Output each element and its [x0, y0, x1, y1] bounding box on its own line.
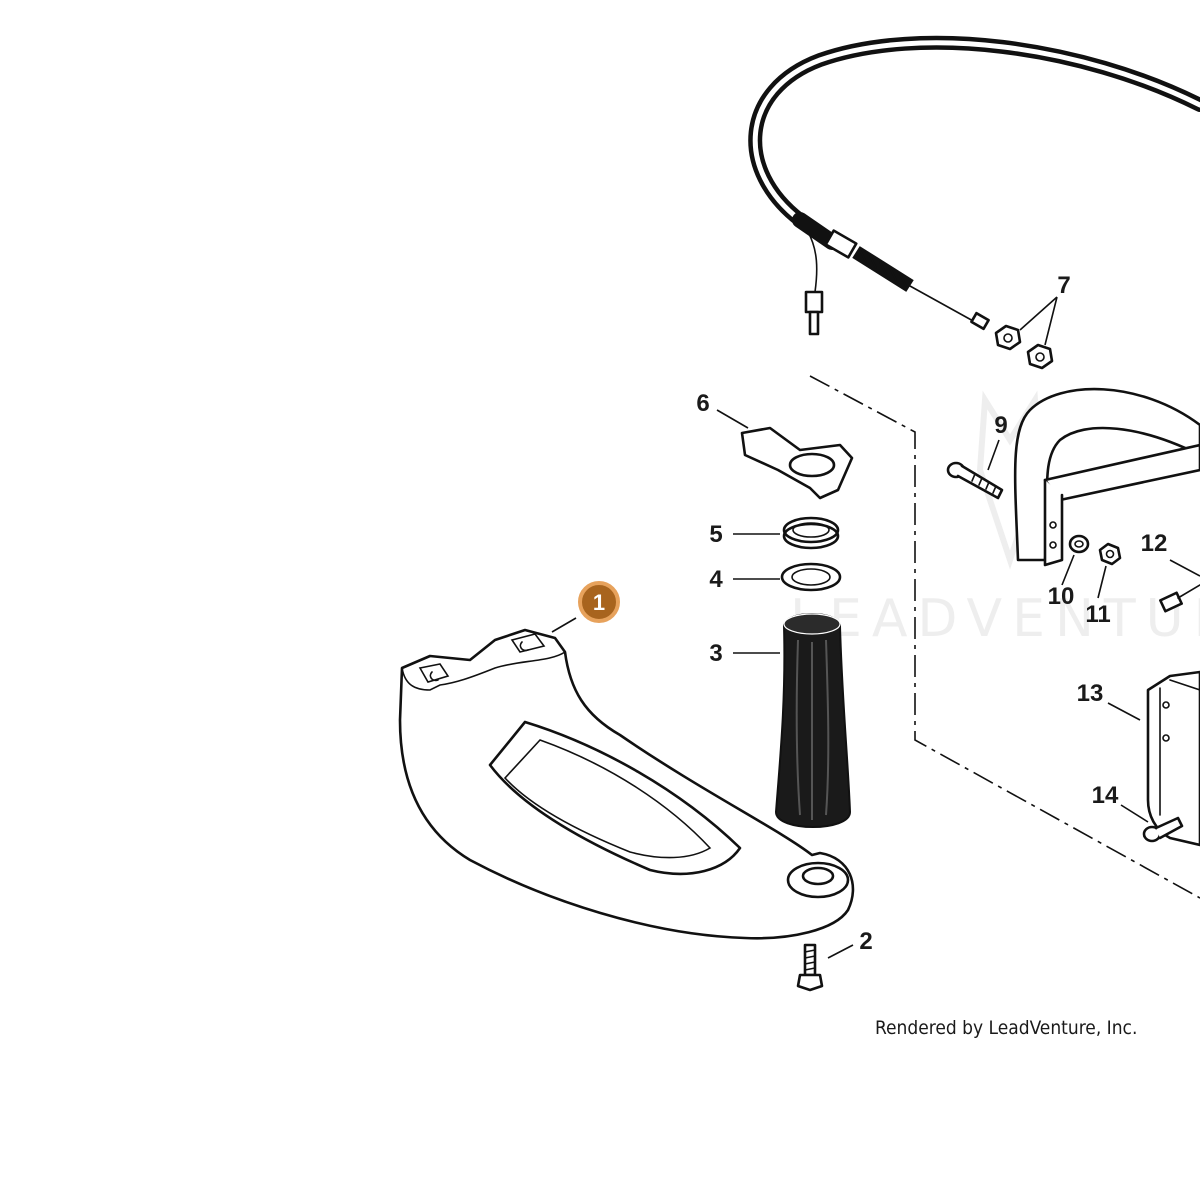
part-14-screw	[1142, 816, 1184, 843]
part-11-nut	[1098, 542, 1122, 566]
part-5-ring	[782, 516, 840, 550]
part-6-bracket	[740, 426, 854, 500]
label-part-10[interactable]: 10	[1048, 583, 1075, 610]
watermark: LEADVENTURE	[790, 390, 1200, 649]
part-1-handle	[398, 628, 855, 940]
part-1-callout-badge[interactable]: 1	[578, 581, 620, 623]
callout-badge-circle[interactable]	[578, 581, 620, 623]
label-part-3[interactable]: 3	[709, 640, 722, 667]
label-part-2[interactable]: 2	[859, 928, 872, 955]
part-loop-bracket	[1013, 387, 1200, 567]
part-10-washer	[1068, 534, 1090, 554]
label-part-13[interactable]: 13	[1077, 680, 1104, 707]
part-9-bolt	[946, 461, 1004, 500]
part-7-nuts	[994, 324, 1054, 370]
part-4-washer	[780, 562, 842, 592]
label-part-5[interactable]: 5	[709, 521, 722, 548]
label-part-12[interactable]: 12	[1141, 530, 1168, 557]
label-part-1[interactable]: 1	[593, 590, 605, 615]
label-part-9[interactable]: 9	[994, 412, 1007, 439]
part-12-connector	[1159, 584, 1200, 613]
leader-lines	[551, 296, 1200, 959]
render-credit: Rendered by LeadVenture, Inc.	[875, 1017, 1137, 1039]
label-part-14[interactable]: 14	[1092, 782, 1119, 809]
watermark-text: LEADVENTURE	[790, 589, 1200, 649]
part-throttle-cable	[748, 35, 1200, 336]
label-part-7[interactable]: 7	[1057, 272, 1070, 299]
part-2-screw	[796, 943, 824, 992]
assembly-line	[809, 375, 1200, 899]
label-part-6[interactable]: 6	[696, 390, 709, 417]
label-part-11[interactable]: 11	[1085, 601, 1110, 628]
label-part-4[interactable]: 4	[709, 566, 723, 593]
part-3-grip	[774, 613, 852, 828]
part-labels: 2 3 4 5 6 7 9 10 11 12 13 14	[696, 272, 1167, 955]
